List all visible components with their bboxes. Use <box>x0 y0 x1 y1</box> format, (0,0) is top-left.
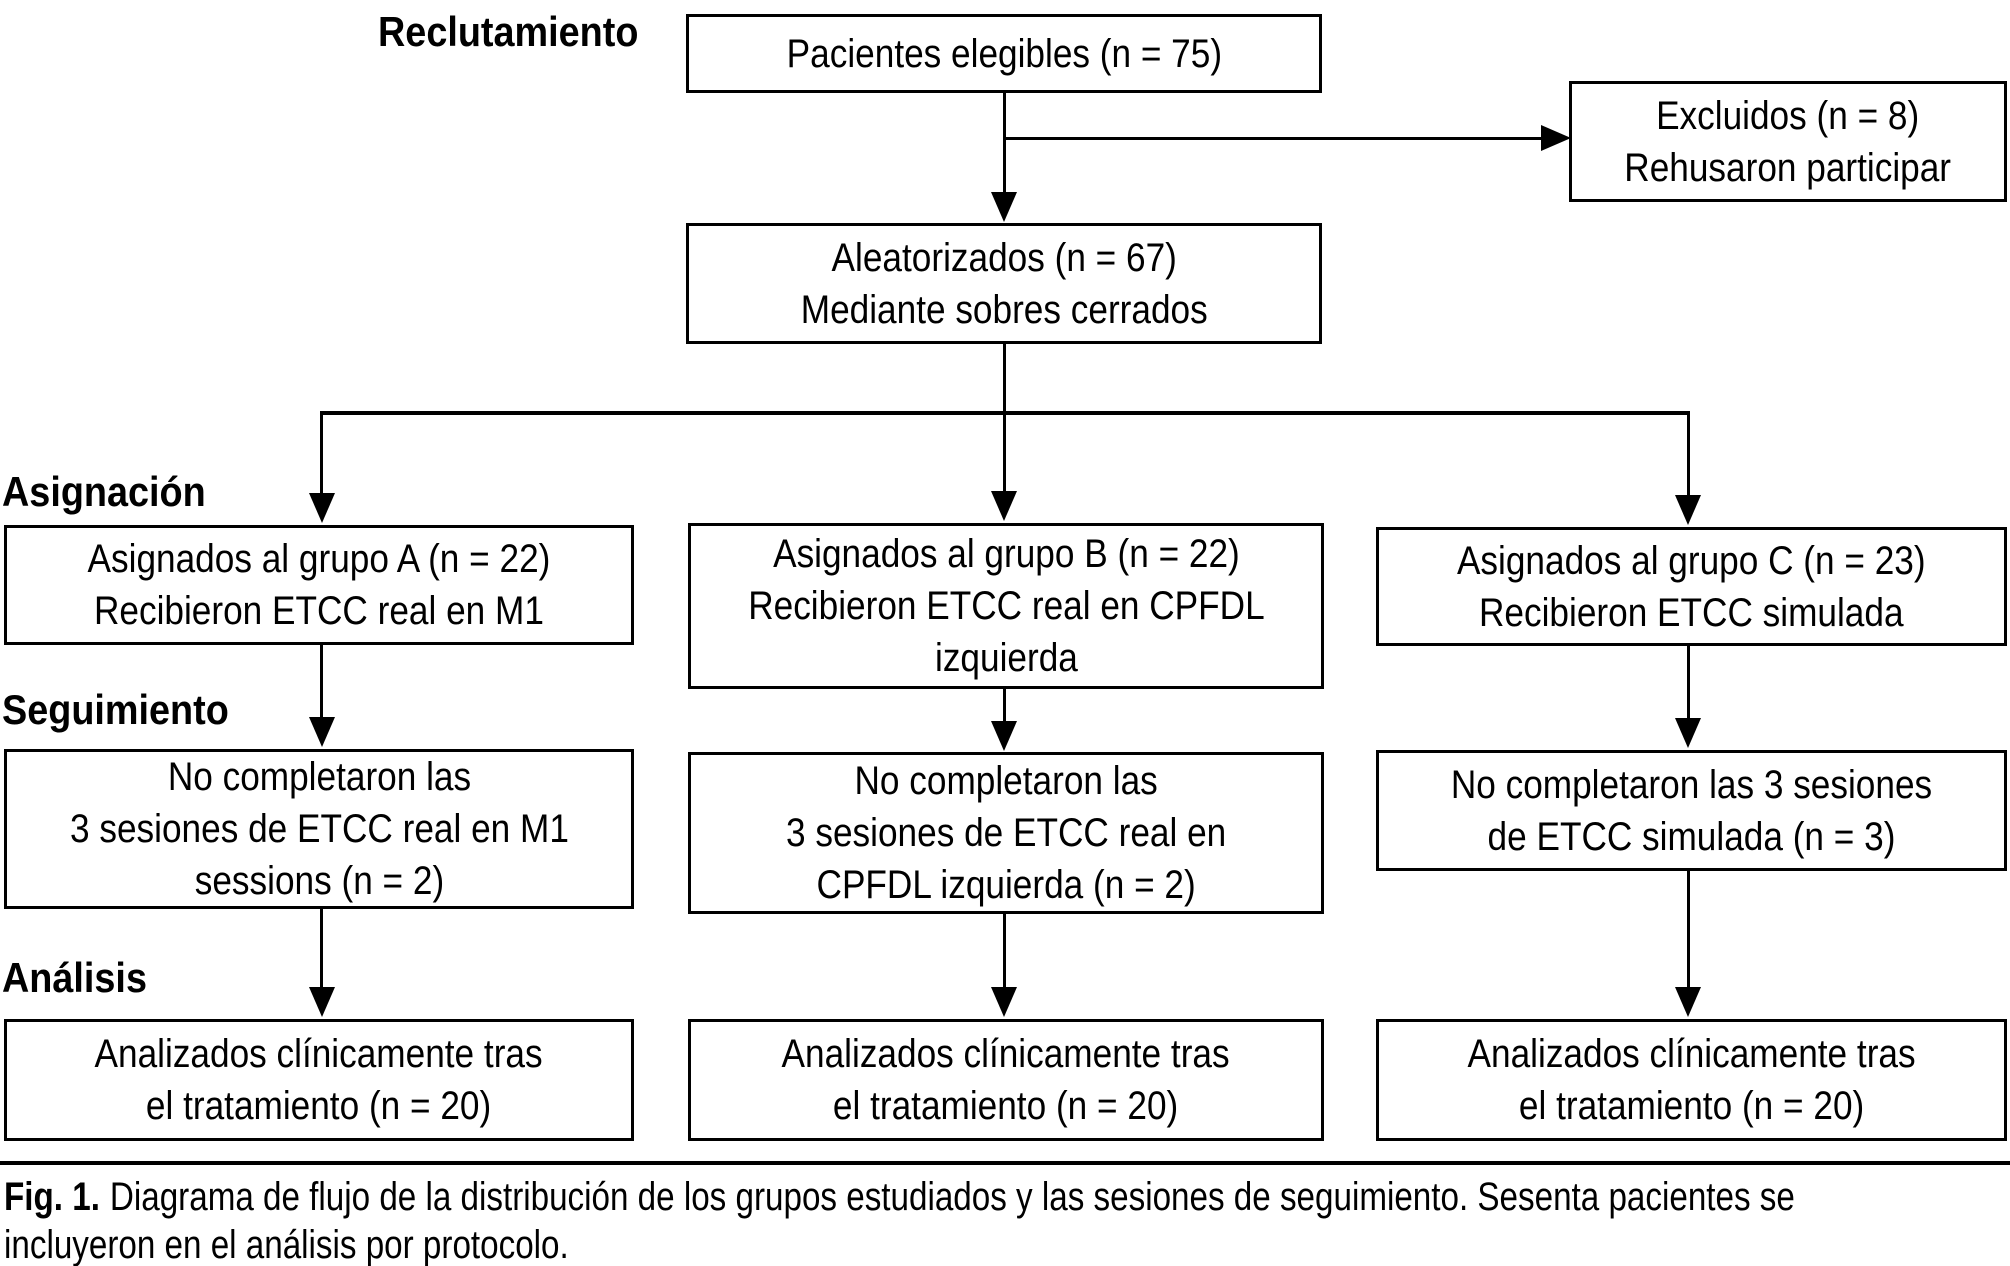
box-randomized-line: Mediante sobres cerrados <box>800 287 1208 332</box>
box-followup-b: No completaron las 3 sesiones de ETCC re… <box>688 752 1324 914</box>
box-randomized: Aleatorizados (n = 67) Mediante sobres c… <box>686 223 1322 344</box>
arrow-to-group-b-head <box>991 491 1017 521</box>
arrow-followup-a-to-analysis-head <box>309 987 335 1017</box>
box-analysis-b-line: el tratamiento (n = 20) <box>833 1084 1179 1128</box>
arrow-group-c-to-followup-line <box>1687 646 1690 718</box>
stage-label-allocation: Asignación <box>2 468 206 515</box>
box-followup-c-line: No completaron las 3 sesiones <box>1450 762 1933 807</box>
box-analysis-a-line: el tratamiento (n = 20) <box>146 1084 492 1128</box>
box-followup-a-line: sessions (n = 2) <box>194 859 444 903</box>
box-group-b-line: izquierda <box>934 636 1078 680</box>
arrow-to-group-a-line <box>320 413 323 493</box>
arrow-to-group-b-line <box>1003 413 1006 491</box>
box-analysis-c-line: Analizados clínicamente tras <box>1467 1032 1916 1076</box>
arrow-group-b-to-followup-line <box>1003 689 1006 721</box>
box-group-a-line: Asignados al grupo A (n = 22) <box>87 537 551 581</box>
caption-divider-rule <box>0 1161 2010 1165</box>
box-analysis-b-line: Analizados clínicamente tras <box>781 1032 1231 1076</box>
box-group-c: Asignados al grupo C (n = 23) Recibieron… <box>1376 527 2007 646</box>
arrow-followup-c-to-analysis-line <box>1687 871 1690 987</box>
box-group-c-line: Recibieron ETCC simulada <box>1479 590 1904 635</box>
box-followup-a: No completaron las 3 sesiones de ETCC re… <box>4 749 634 909</box>
caption-line-2: incluyeron en el análisis por protocolo. <box>4 1223 569 1266</box>
arrow-eligible-to-randomized-head <box>991 192 1017 222</box>
arrow-followup-a-to-analysis-line <box>320 909 323 987</box>
arrow-to-group-c-line <box>1687 413 1690 495</box>
stage-label-recruitment: Reclutamiento <box>378 8 639 55</box>
arrow-eligible-to-randomized-line <box>1003 92 1006 192</box>
box-group-b-line: Asignados al grupo B (n = 22) <box>772 532 1240 576</box>
arrow-to-group-a-head <box>309 493 335 523</box>
box-group-b: Asignados al grupo B (n = 22) Recibieron… <box>688 523 1324 689</box>
arrow-group-b-to-followup-head <box>991 721 1017 751</box>
box-analysis-a: Analizados clínicamente tras el tratamie… <box>4 1019 634 1141</box>
caption-text-1: Diagrama de flujo de la distribución de … <box>109 1175 1795 1219</box>
box-eligible-line: Pacientes elegibles (n = 75) <box>786 31 1222 76</box>
box-followup-b-line: CPFDL izquierda (n = 2) <box>816 863 1196 907</box>
arrow-to-excluded-head <box>1541 125 1571 151</box>
arrow-group-a-to-followup-head <box>309 717 335 747</box>
box-analysis-b: Analizados clínicamente tras el tratamie… <box>688 1019 1324 1141</box>
box-analysis-c-line: el tratamiento (n = 20) <box>1518 1084 1865 1128</box>
arrow-group-a-to-followup-line <box>320 645 323 717</box>
box-group-b-line: Recibieron ETCC real en CPFDL <box>747 584 1265 628</box>
box-followup-b-line: 3 sesiones de ETCC real en <box>785 811 1227 855</box>
box-excluded-line: Excluidos (n = 8) <box>1656 93 1920 138</box>
box-group-c-line: Asignados al grupo C (n = 23) <box>1457 538 1926 583</box>
arrow-to-group-c-head <box>1675 495 1701 525</box>
stage-label-analysis: Análisis <box>2 954 147 1001</box>
box-followup-a-line: No completaron las <box>167 755 471 799</box>
box-randomized-line: Aleatorizados (n = 67) <box>831 235 1177 280</box>
box-group-a: Asignados al grupo A (n = 22) Recibieron… <box>4 525 634 645</box>
caption-fig-label: Fig. 1. <box>4 1175 100 1219</box>
arrow-followup-b-to-analysis-line <box>1003 914 1006 987</box>
box-excluded-line: Rehusaron participar <box>1624 145 1952 190</box>
randomized-stem-line <box>1003 343 1006 411</box>
caption-line-1: Fig. 1.Diagrama de flujo de la distribuc… <box>4 1175 1795 1220</box>
arrow-group-c-to-followup-head <box>1675 718 1701 748</box>
box-excluded: Excluidos (n = 8) Rehusaron participar <box>1569 81 2007 202</box>
caption-text-2: incluyeron en el análisis por protocolo. <box>4 1223 569 1266</box>
box-group-a-line: Recibieron ETCC real en M1 <box>94 589 544 633</box>
arrow-followup-b-to-analysis-head <box>991 987 1017 1017</box>
arrow-to-excluded-line <box>1003 137 1541 140</box>
box-analysis-c: Analizados clínicamente tras el tratamie… <box>1376 1019 2007 1141</box>
stage-label-followup: Seguimiento <box>2 686 229 733</box>
box-analysis-a-line: Analizados clínicamente tras <box>94 1032 544 1076</box>
box-followup-c: No completaron las 3 sesiones de ETCC si… <box>1376 750 2007 871</box>
arrow-followup-c-to-analysis-head <box>1675 987 1701 1017</box>
box-followup-b-line: No completaron las <box>854 759 1158 803</box>
box-followup-c-line: de ETCC simulada (n = 3) <box>1487 814 1896 859</box>
box-eligible: Pacientes elegibles (n = 75) <box>686 14 1322 93</box>
box-followup-a-line: 3 sesiones de ETCC real en M1 <box>69 807 569 851</box>
